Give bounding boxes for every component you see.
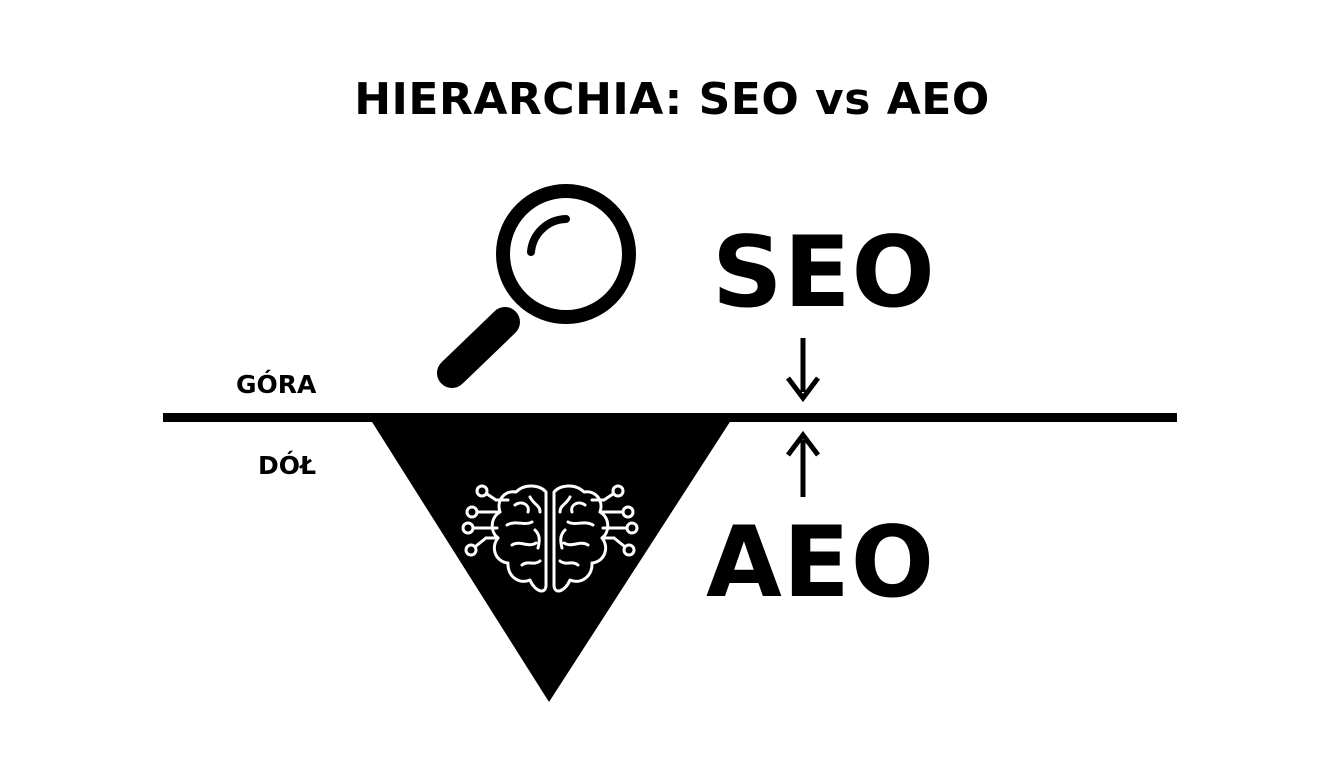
label-top: GÓRA <box>236 370 317 399</box>
magnifying-glass-icon <box>437 184 636 388</box>
term-aeo: AEO <box>706 506 936 620</box>
diagram-title: HIERARCHIA: SEO vs AEO <box>354 74 990 125</box>
brain-circuit-icon <box>461 484 639 593</box>
inverted-triangle <box>367 414 735 702</box>
label-bottom: DÓŁ <box>258 451 317 480</box>
arrow-down-icon <box>786 338 820 403</box>
arrow-up-icon <box>786 430 820 497</box>
term-seo: SEO <box>712 216 936 330</box>
